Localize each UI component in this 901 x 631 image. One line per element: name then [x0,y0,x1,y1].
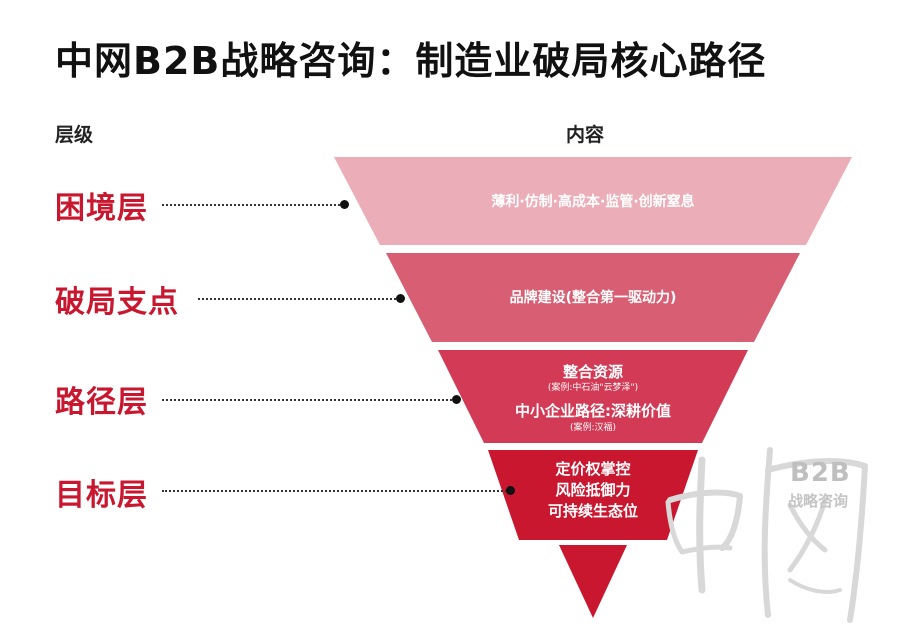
leader-dot-breakthrough [396,294,405,303]
band-text-path-case1: (案例:中石油"云梦泽") [547,383,639,393]
leader-line-path [162,399,456,401]
page-title: 中网B2B战略咨询：制造业破局核心路径 [55,39,767,83]
leader-line-goal [162,490,510,492]
level-label-goal: 目标层 [55,478,148,513]
leader-dot-path [452,395,461,404]
leader-line-dilemma [162,204,344,206]
band-goal [488,450,698,540]
leader-dot-dilemma [340,200,349,209]
band-text-goal-pricing: 定价权掌控 [555,460,631,478]
watermark-brand: B2B [790,458,851,488]
level-column-header: 层级 [55,124,94,146]
band-text-breakthrough: 品牌建设(整合第一驱动力) [509,290,677,306]
band-dilemma [334,157,852,245]
band-text-dilemma: 薄利·仿制·高成本·监管·创新窒息 [491,194,695,210]
band-path [438,350,748,443]
band-text-path-case2: (案例:汉福) [569,423,617,433]
band-text-path-sme: 中小企业路径:深耕价值 [515,402,671,420]
content-column-header: 内容 [566,124,605,146]
watermark-subtitle: 战略咨询 [788,492,849,510]
level-label-dilemma: 困境层 [55,191,148,226]
funnel-tip [559,545,627,618]
band-text-path-resources: 整合资源 [562,363,623,381]
level-label-breakthrough: 破局支点 [55,285,179,320]
leader-dot-goal [506,486,515,495]
leader-line-breakthrough [198,298,400,300]
band-text-goal-eco: 可持续生态位 [547,502,638,520]
band-breakthrough [386,253,800,342]
band-text-goal-risk: 风险抵御力 [555,481,631,499]
level-label-path: 路径层 [55,385,148,420]
